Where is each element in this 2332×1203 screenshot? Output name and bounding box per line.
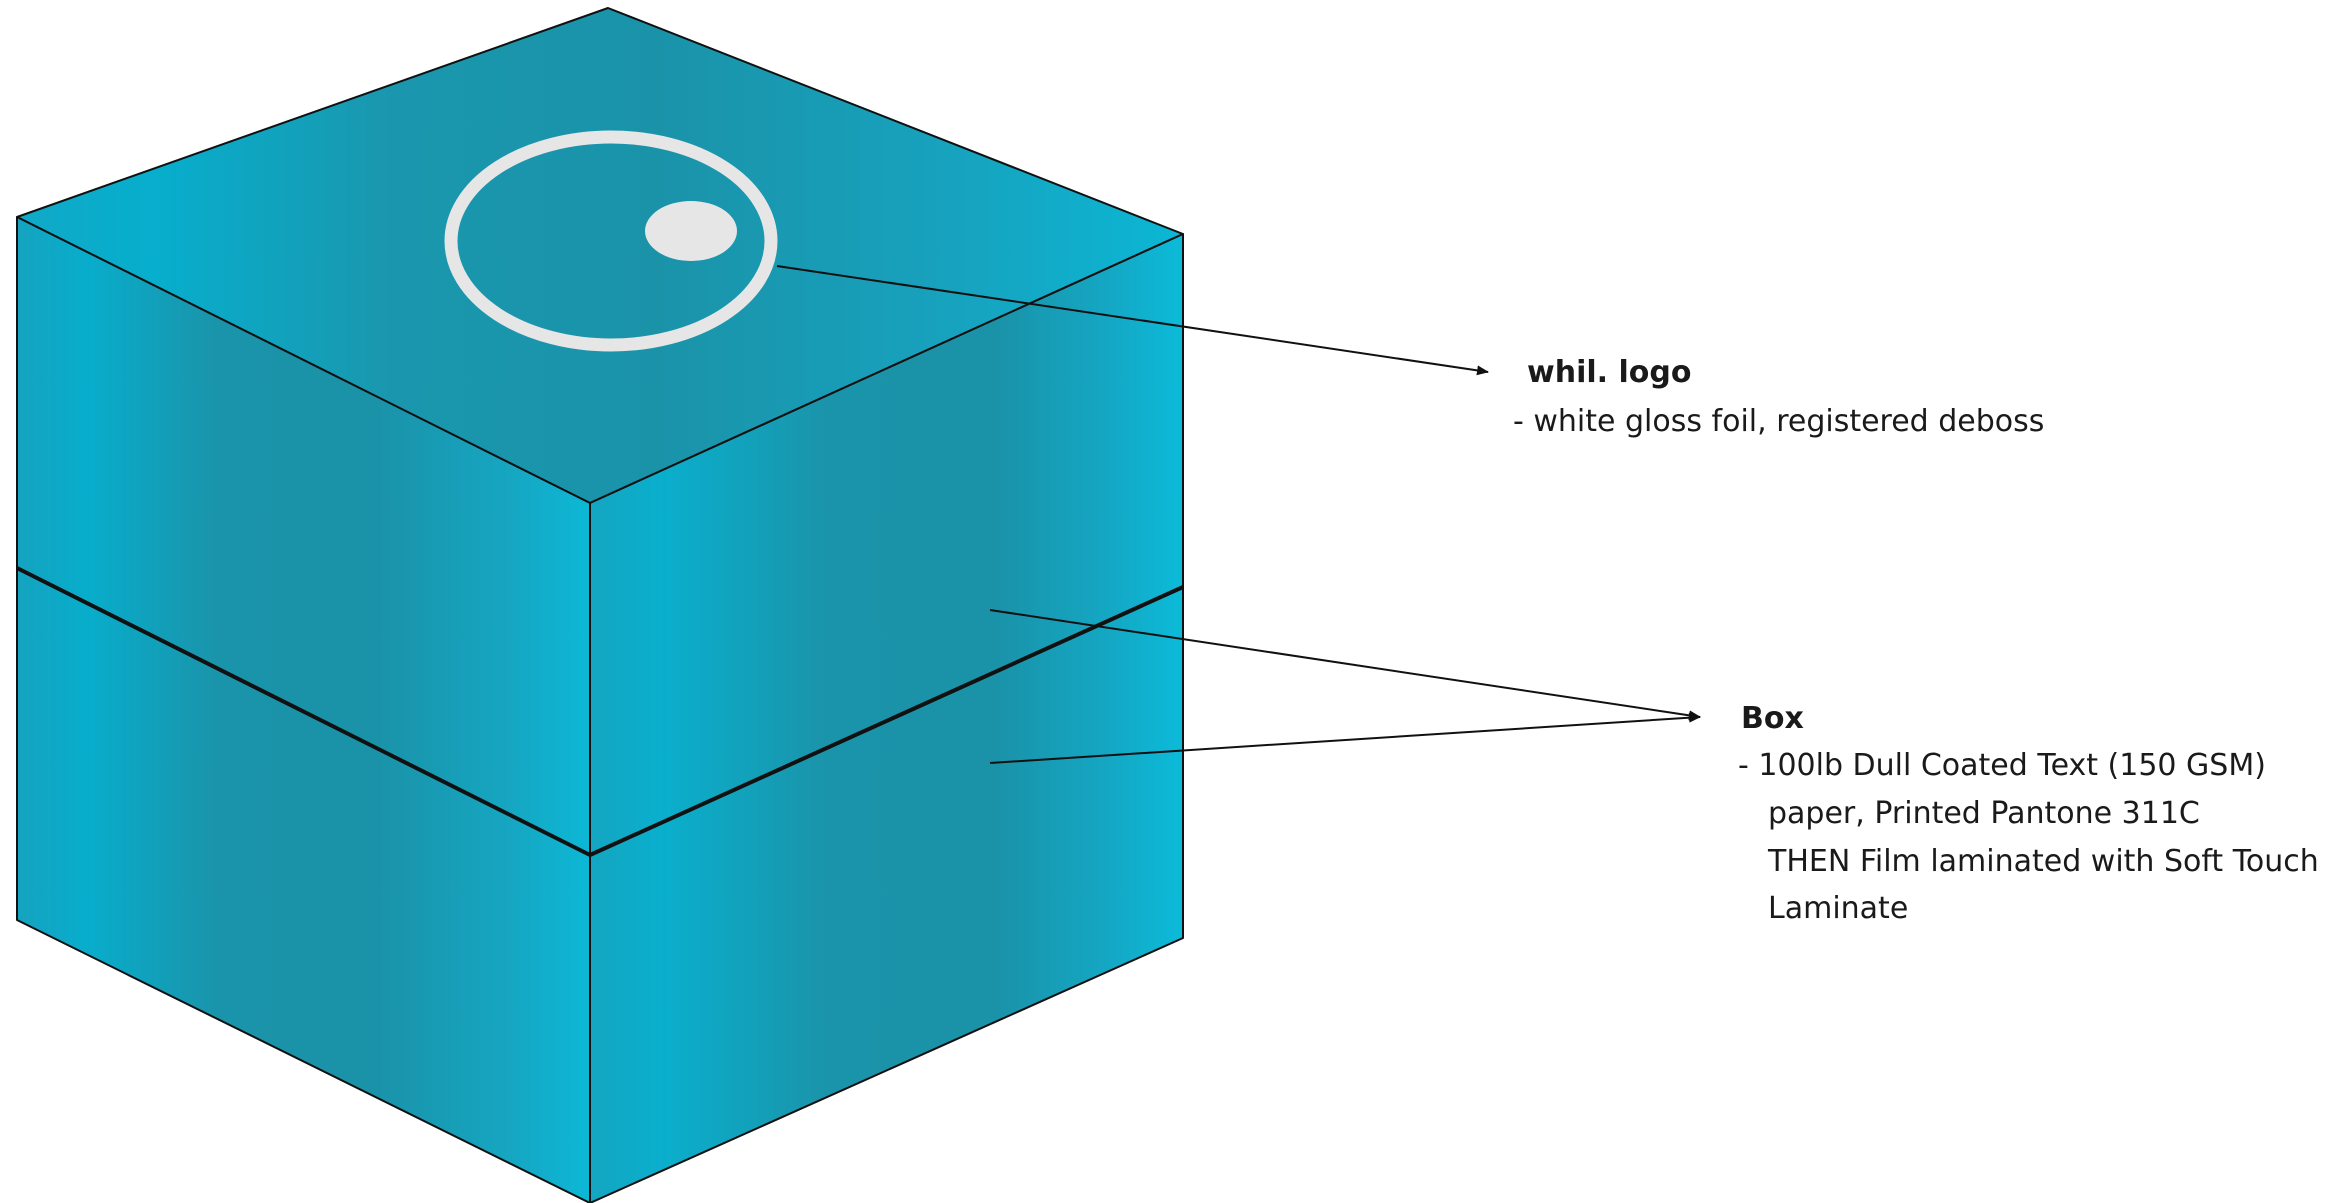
lid-seam-line xyxy=(16,566,1184,857)
logo-callout: whil. logo - white gloss foil, registere… xyxy=(1513,355,2044,439)
logo-callout-title: whil. logo xyxy=(1527,355,1691,390)
box-leader-line-lower xyxy=(989,712,1701,764)
logo-callout-line: - white gloss foil, registered deboss xyxy=(1513,404,2044,439)
box-leader-line-upper xyxy=(989,609,1701,721)
box-right-face xyxy=(589,233,1184,1203)
whil-logo-mark xyxy=(444,130,778,352)
box-callout-line: paper, Printed Pantone 311C xyxy=(1768,796,2200,831)
box-callout-line: THEN Film laminated with Soft Touch xyxy=(1767,844,2319,879)
box-callout-line: Laminate xyxy=(1768,891,1908,926)
logo-leader-line xyxy=(776,265,1489,376)
box-callout-line: - 100lb Dull Coated Text (150 GSM) xyxy=(1738,748,2266,783)
box-callout: Box - 100lb Dull Coated Text (150 GSM) p… xyxy=(1738,701,2319,926)
box-callout-title: Box xyxy=(1741,701,1804,736)
